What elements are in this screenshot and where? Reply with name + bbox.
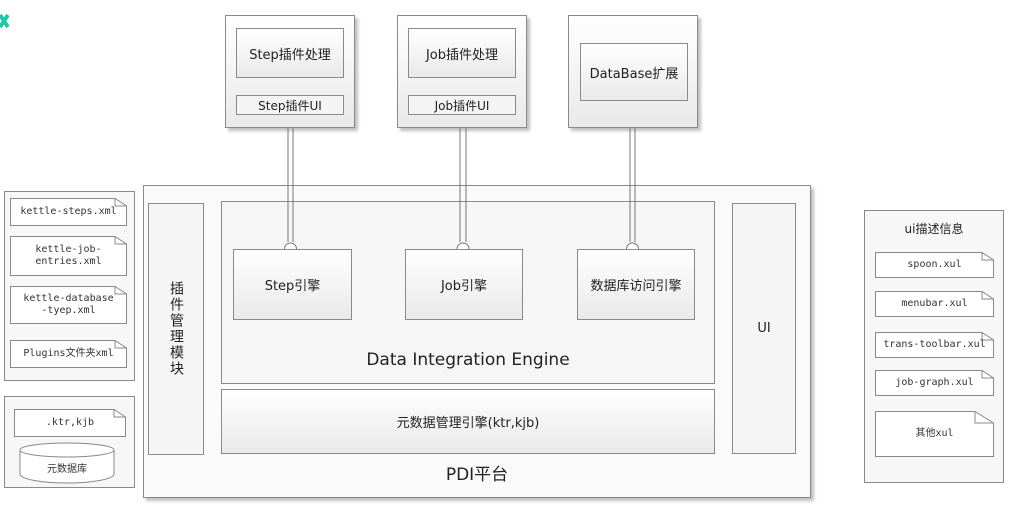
metadata-engine-label: 元数据管理引擎(ktr,kjb) [396,416,540,431]
xul-file-note: trans-toolbar.xul [875,332,994,358]
xul-file-note: menubar.xul [875,291,994,317]
metadata-database-label: 元数据库 [47,464,87,475]
metadata-engine-box: 元数据管理引擎(ktr,kjb) [221,389,715,454]
xul-file-note: 其他xul [875,411,994,457]
pdi-platform-label: PDI平台 [445,465,509,485]
job-engine-label: Job引擎 [440,279,488,294]
xul-file-label: trans-toolbar.xul [883,339,986,350]
step-engine-box: Step引擎 [233,249,352,320]
step-plugin-processing-label: Step插件处理 [249,47,331,63]
file-note: kettle-steps.xml [10,198,127,226]
xul-file-note: job-graph.xul [875,370,994,396]
ktr-kjb-file-label: .ktr,kjb [45,417,95,428]
step-plugin-ui-box: Step插件UI [236,95,344,115]
db-access-engine-label: 数据库访问引擎 [590,279,682,294]
file-note-label: kettle-database-tyep.xml [23,293,114,316]
db-access-engine-box: 数据库访问引擎 [577,249,695,320]
step-plugin-processing-box: Step插件处理 [236,28,344,78]
file-note: Plugins文件夹xml [10,340,127,368]
plugin-manager-box: 插件管理模块 [148,203,204,455]
plugin-manager-label: 插件管理模块 [168,281,184,377]
file-note-label: kettle-steps.xml [20,206,117,217]
xul-file-label: menubar.xul [901,298,968,309]
job-engine-box: Job引擎 [405,249,523,320]
xul-file-note: spoon.xul [875,252,994,278]
job-plugin-ui-box: Job插件UI [408,95,516,115]
step-engine-label: Step引擎 [264,279,321,294]
step-plugin-ui-label: Step插件UI [258,98,322,113]
database-extension-label: DataBase扩展 [589,66,679,82]
ktr-kjb-file-note: .ktr,kjb [14,409,126,437]
job-plugin-processing-label: Job插件处理 [425,47,499,63]
ui-description-title: ui描述信息 [904,222,964,236]
metadata-database-icon: 元数据库 [19,442,115,484]
ui-box: UI [732,203,796,454]
file-note-label: kettle-job-entries.xml [35,244,102,267]
file-note: kettle-job-entries.xml [10,236,127,276]
job-plugin-ui-label: Job插件UI [434,98,490,113]
data-integration-engine-label: Data Integration Engine [366,350,570,370]
corner-mark-icon [0,13,10,29]
database-extension-box: DataBase扩展 [580,43,688,101]
job-plugin-processing-box: Job插件处理 [408,28,516,78]
file-note: kettle-database-tyep.xml [10,286,127,324]
xul-file-label: spoon.xul [907,259,962,270]
xul-file-label: 其他xul [915,428,954,439]
file-note-label: Plugins文件夹xml [23,348,114,359]
ui-label: UI [757,321,771,336]
xul-file-label: job-graph.xul [895,377,974,388]
